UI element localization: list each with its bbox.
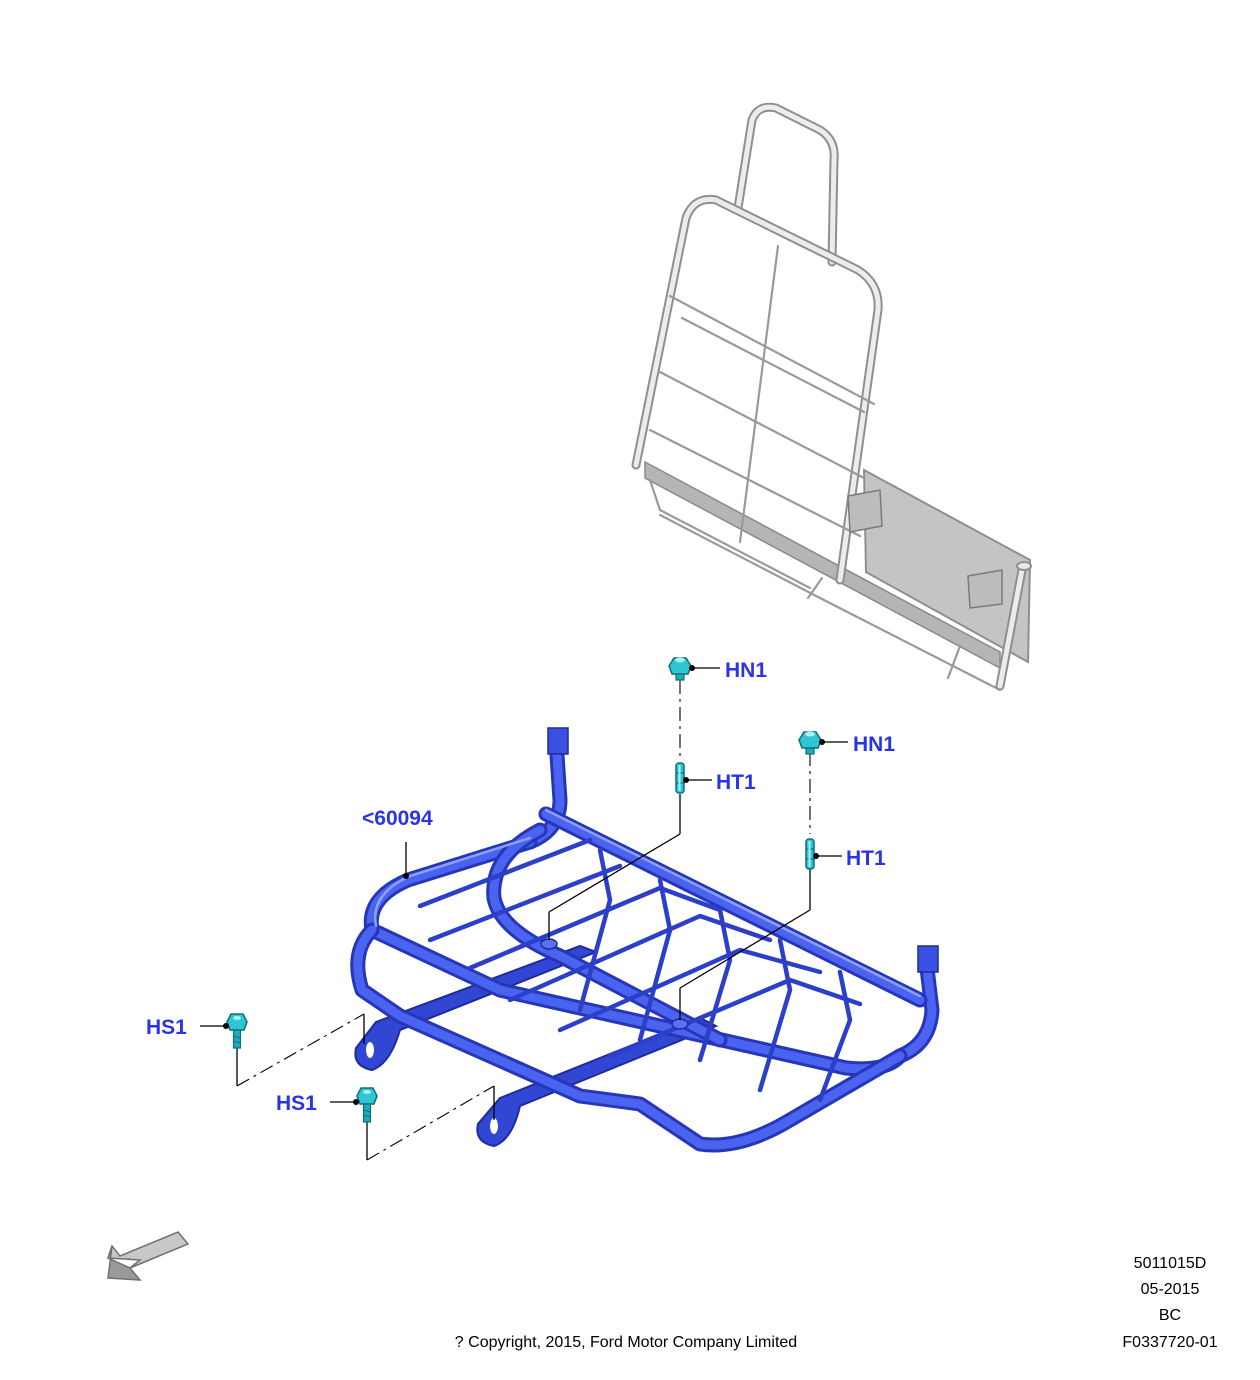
callout-pointers	[200, 665, 848, 1105]
stud-ht1-right-icon	[805, 838, 815, 870]
backrest-frame	[631, 102, 1032, 692]
callout-hs1-left: HS1	[146, 1016, 187, 1039]
nut-hn1-top-icon	[668, 656, 692, 681]
diagram-revision: BC	[1159, 1307, 1181, 1324]
assembly-lines	[236, 680, 811, 1161]
front-direction-arrow-icon	[106, 1231, 190, 1281]
figure-number: F0337720-01	[1122, 1334, 1217, 1351]
nut-hn1-right-icon	[798, 730, 822, 755]
diagram-code: 5011015D	[1134, 1255, 1207, 1272]
callout-part-reference: <60094	[362, 807, 433, 830]
bolt-hs1-left-icon	[226, 1013, 248, 1049]
callout-hs1-lower: HS1	[276, 1092, 317, 1115]
callout-ht1-top: HT1	[716, 771, 756, 794]
callout-ht1-right: HT1	[846, 847, 886, 870]
callout-hn1-top: HN1	[725, 659, 767, 682]
diagram-date: 05-2015	[1141, 1281, 1200, 1298]
stud-ht1-top-icon	[675, 762, 685, 794]
cushion-frame	[350, 727, 940, 1153]
callout-hn1-right: HN1	[853, 733, 895, 756]
copyright-notice: ? Copyright, 2015, Ford Motor Company Li…	[455, 1334, 797, 1351]
bolt-hs1-lower-icon	[356, 1087, 378, 1123]
